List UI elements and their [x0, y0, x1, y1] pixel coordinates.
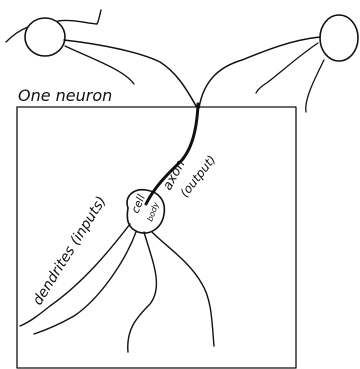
- neighbor-neuron-right: [198, 14, 359, 113]
- neighbor-neuron-right-body: [319, 14, 359, 62]
- neighbor-neuron-left-body: [24, 17, 66, 57]
- dendrites: [19, 223, 215, 353]
- neighbor-neuron-left-dendrite: [5, 26, 29, 43]
- dendrite: [127, 231, 158, 353]
- cell-label: cell: [129, 193, 148, 215]
- dendrite: [19, 223, 131, 327]
- neighbor-neuron-right-axon: [198, 36, 321, 109]
- cell-body: [126, 188, 166, 234]
- neighbor-neuron-right-dendrite: [305, 59, 325, 113]
- frame-title: One neuron: [18, 86, 112, 105]
- dendrite: [151, 231, 215, 347]
- neighbor-neuron-right-axon-branch: [255, 42, 319, 94]
- neighbor-neuron-left-axon: [63, 39, 197, 107]
- neuron-frame: [16, 106, 297, 369]
- neighbor-neuron-left-dendrite: [57, 9, 102, 25]
- axon-line: [144, 102, 200, 206]
- neighbor-neuron-left-axon-branch: [64, 45, 135, 85]
- neighbor-neuron-left: [5, 9, 197, 107]
- dendrite: [33, 231, 137, 335]
- body-label: body: [145, 201, 160, 223]
